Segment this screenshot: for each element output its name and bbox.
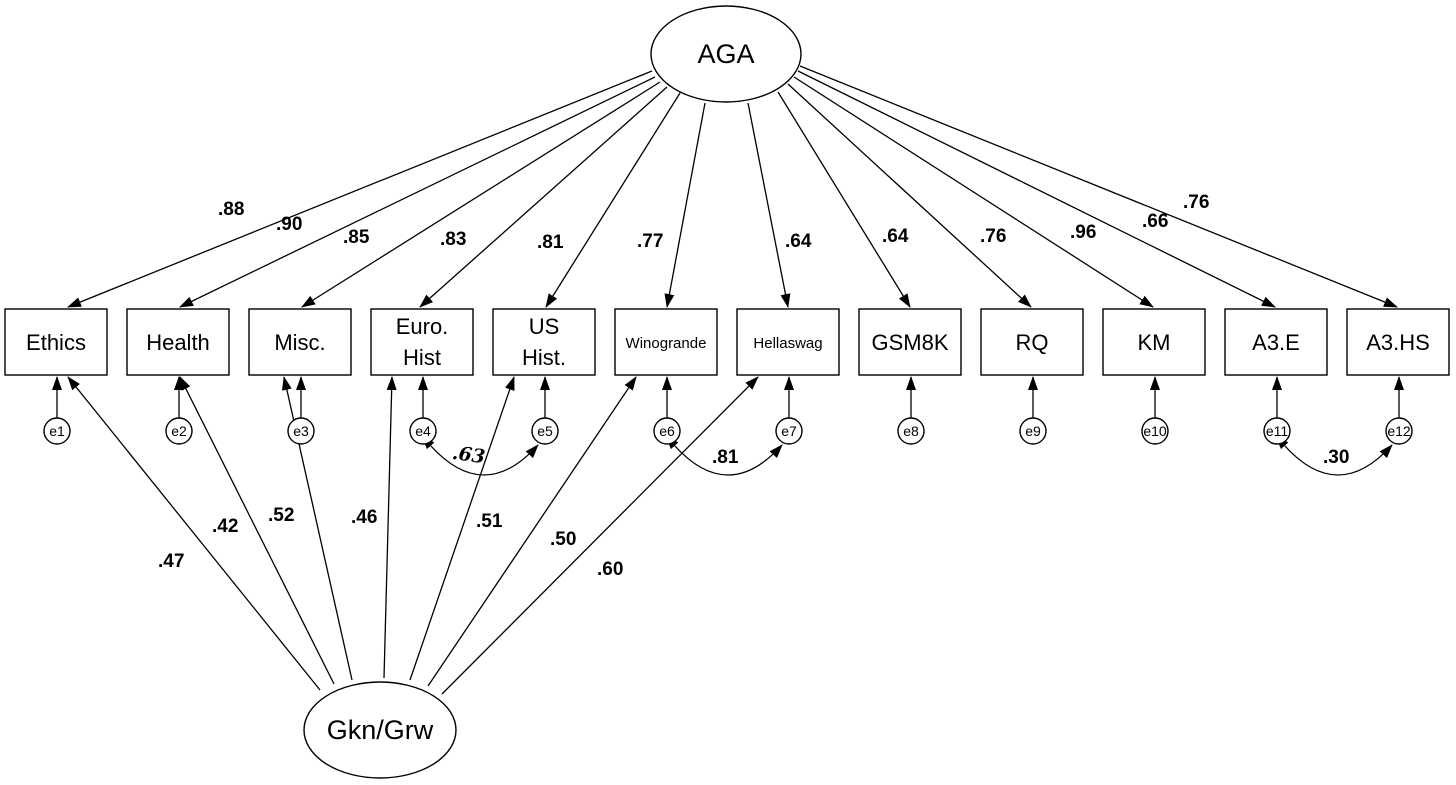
coef-gkn-health: .42	[212, 516, 238, 537]
error-e1-label: e1	[49, 423, 65, 439]
error-e7: e7	[775, 417, 803, 445]
coef-gkn-hellaswag: .60	[597, 559, 623, 580]
indicator-gsm8k: GSM8K	[858, 308, 962, 376]
coef-gkn-us-hist: .51	[476, 511, 503, 532]
error-e10-label: e10	[1143, 423, 1167, 439]
error-e5-label: e5	[537, 423, 553, 439]
error-e3-label: e3	[293, 423, 309, 439]
error-e10: e10	[1141, 417, 1169, 445]
coef-aga-misc: .85	[343, 227, 370, 248]
coef-aga-ethics: .88	[218, 199, 244, 220]
covariance-e6-e7	[665, 435, 783, 476]
indicator-misc-label: Misc.	[274, 330, 325, 355]
error-e9: e9	[1019, 417, 1047, 445]
indicator-us-hist-label-line1: US	[529, 314, 560, 339]
indicator-euro-hist: Euro. Hist	[370, 308, 474, 376]
coef-aga-gsm8k: .64	[882, 226, 909, 247]
path-gkn-health	[179, 376, 335, 685]
path-gkn-hellaswag	[441, 376, 759, 695]
factor-aga: AGA	[650, 5, 802, 103]
covariance-e4-e5	[421, 435, 539, 476]
coef-aga-km: .96	[1070, 222, 1096, 243]
indicator-a3e-label: A3.E	[1252, 330, 1300, 355]
error-e4: e4	[409, 417, 437, 445]
factor-gkn-grw: Gkn/Grw	[303, 681, 457, 779]
path-gkn-us-hist	[409, 376, 515, 681]
coef-aga-winogrande: .77	[637, 231, 663, 252]
indicator-winogrande-label: Winogrande	[626, 335, 707, 352]
error-e4-label: e4	[415, 423, 431, 439]
error-e8: e8	[897, 417, 925, 445]
indicator-hellaswag-label: Hellaswag	[753, 335, 822, 352]
error-e2-label: e2	[171, 423, 187, 439]
indicator-health: Health	[126, 308, 230, 376]
error-e3: e3	[287, 417, 315, 445]
path-aga-hellaswag	[747, 102, 791, 308]
indicator-a3e: A3.E	[1224, 308, 1328, 376]
indicator-km-label: KM	[1138, 330, 1171, 355]
error-e6: e6	[653, 417, 681, 445]
error-e1: e1	[43, 417, 71, 445]
coef-gkn-euro-hist: .46	[351, 507, 377, 528]
coef-aga-health: .90	[276, 214, 302, 235]
path-aga-a3e	[797, 70, 1276, 308]
error-e5: e5	[531, 417, 559, 445]
path-gkn-ethics	[67, 376, 321, 691]
coef-gkn-ethics: .47	[158, 551, 184, 572]
indicator-misc: Misc.	[248, 308, 352, 376]
coef-aga-us-hist: .81	[537, 232, 564, 253]
error-e12-label: e12	[1387, 423, 1411, 439]
coef-aga-a3e: .66	[1142, 211, 1168, 232]
indicator-euro-hist-label-line2: Hist	[403, 345, 441, 370]
factor-gkn-grw-label: Gkn/Grw	[327, 715, 434, 745]
coef-gkn-winogrande: .50	[550, 529, 576, 550]
error-e2: e2	[165, 417, 193, 445]
indicator-gsm8k-label: GSM8K	[871, 330, 948, 355]
path-aga-a3hs	[799, 65, 1398, 308]
coef-gkn-misc: .52	[268, 505, 294, 526]
path-aga-us-hist	[545, 92, 681, 308]
error-e12: e12	[1385, 417, 1413, 445]
error-e11: e11	[1263, 417, 1291, 445]
indicator-health-label: Health	[146, 330, 210, 355]
indicator-winogrande: Winogrande	[614, 308, 718, 376]
coef-cov-e6-e7: .81	[712, 447, 739, 468]
indicator-a3hs: A3.HS	[1346, 308, 1450, 376]
error-e6-label: e6	[659, 423, 675, 439]
indicator-euro-hist-label-line1: Euro.	[396, 314, 449, 339]
path-gkn-euro-hist	[383, 376, 397, 679]
coef-aga-hellaswag: .64	[785, 231, 812, 252]
path-aga-rq	[787, 83, 1032, 308]
indicator-us-hist-label-line2: Hist.	[522, 345, 566, 370]
indicator-rq: RQ	[980, 308, 1084, 376]
indicator-hellaswag: Hellaswag	[736, 308, 840, 376]
coef-aga-a3hs: .76	[1183, 192, 1209, 213]
error-e8-label: e8	[903, 423, 919, 439]
coef-cov-e11-e12: .30	[1323, 447, 1349, 468]
error-e7-label: e7	[781, 423, 797, 439]
path-aga-misc	[301, 81, 661, 308]
coef-aga-euro-hist: .83	[440, 229, 466, 250]
factor-aga-label: AGA	[697, 39, 754, 69]
path-aga-ethics	[67, 70, 653, 308]
indicator-ethics-label: Ethics	[26, 330, 86, 355]
error-e11-label: e11	[1266, 423, 1289, 439]
error-e9-label: e9	[1025, 423, 1041, 439]
coef-cov-e4-e5: .63	[451, 442, 487, 468]
path-aga-winogrande	[664, 102, 706, 308]
covariance-e11-e12	[1275, 435, 1393, 476]
coef-aga-rq: .76	[980, 226, 1006, 247]
indicator-us-hist: US Hist.	[492, 308, 596, 376]
path-aga-euro-hist	[419, 86, 668, 308]
indicator-ethics: Ethics	[4, 308, 108, 376]
indicator-rq-label: RQ	[1016, 330, 1049, 355]
path-gkn-winogrande	[427, 376, 637, 687]
path-aga-gsm8k	[777, 91, 911, 308]
path-aga-health	[179, 76, 656, 308]
path-aga-km	[793, 76, 1154, 308]
indicator-km: KM	[1102, 308, 1206, 376]
indicator-a3hs-label: A3.HS	[1366, 330, 1430, 355]
